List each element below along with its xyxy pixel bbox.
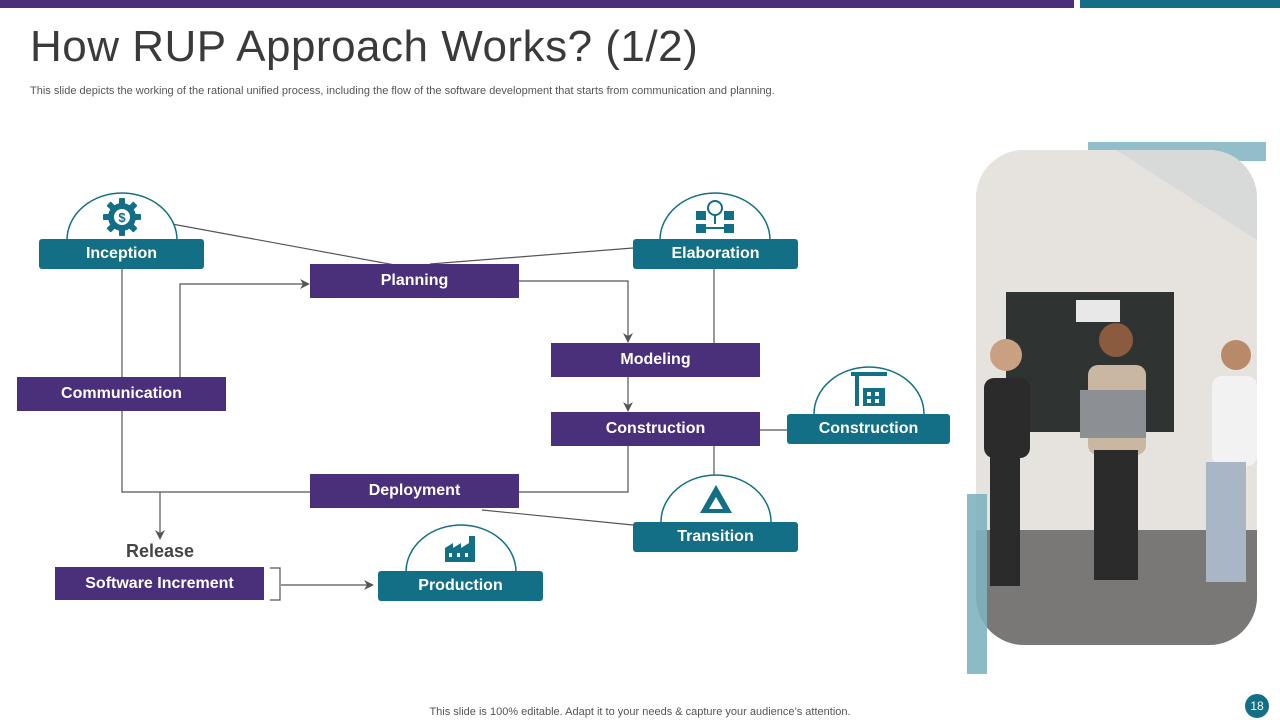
phase-transition: Transition xyxy=(633,522,798,552)
bracket-software-increment xyxy=(270,567,281,601)
decorative-bar-left xyxy=(967,494,987,674)
footer-note: This slide is 100% editable. Adapt it to… xyxy=(429,706,851,718)
page-subtitle: This slide depicts the working of the ra… xyxy=(30,85,775,97)
top-accent-bar-teal xyxy=(1080,0,1280,8)
connector-construction-deployment xyxy=(519,446,629,493)
arrow-communication-planning xyxy=(179,279,310,377)
gear-dollar-icon: $ xyxy=(103,198,141,236)
step-communication: Communication xyxy=(17,377,226,411)
arrow-planning-modeling xyxy=(519,280,633,343)
phase-construction: Construction xyxy=(787,414,950,444)
mountain-triangle-icon xyxy=(700,485,732,513)
ideas-checklist-icon xyxy=(696,200,734,233)
phase-elaboration: Elaboration xyxy=(633,239,798,269)
step-software-increment: Software Increment xyxy=(55,567,264,600)
connector-inception-planning xyxy=(171,223,396,266)
top-accent-bar-purple xyxy=(0,0,1074,8)
connector-elaboration-planning xyxy=(429,247,634,265)
connector-deployment-transition xyxy=(481,509,634,526)
team-meeting-photo xyxy=(976,150,1257,645)
page-title: How RUP Approach Works? (1/2) xyxy=(30,22,699,71)
crane-building-icon xyxy=(851,372,887,406)
connector-communication-deployment xyxy=(121,411,310,493)
step-planning: Planning xyxy=(310,264,519,298)
phase-inception: Inception xyxy=(39,239,204,269)
step-construction: Construction xyxy=(551,412,760,446)
svg-text:$: $ xyxy=(118,210,126,225)
step-deployment: Deployment xyxy=(310,474,519,508)
step-modeling: Modeling xyxy=(551,343,760,377)
factory-icon xyxy=(445,536,475,562)
release-label: Release xyxy=(125,541,195,561)
phase-production: Production xyxy=(378,571,543,601)
page-number-badge: 18 xyxy=(1245,694,1269,718)
